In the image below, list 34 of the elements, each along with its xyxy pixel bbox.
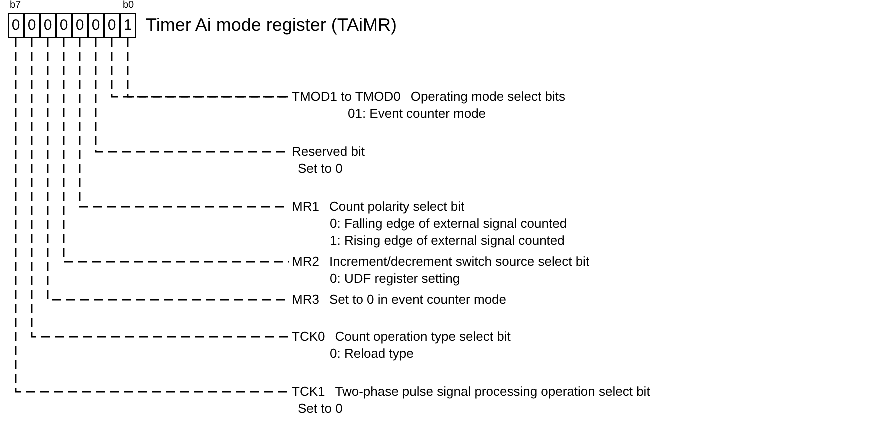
bit-field-name: MR1 — [292, 198, 320, 215]
setting-note: 0: UDF register setting — [330, 270, 460, 287]
bit-field-name: TCK1 — [292, 383, 326, 400]
bit-field-name: TMOD1 to TMOD0 — [292, 88, 401, 105]
bit-field-description: Operating mode select bits — [410, 88, 566, 105]
leader-line — [63, 38, 289, 263]
bit-value-cell: 0 — [24, 13, 40, 38]
bit-number-label: b7 — [10, 0, 22, 11]
bit-number-label: b0 — [123, 0, 134, 11]
leader-line — [31, 38, 289, 338]
bit-value-cell: 0 — [56, 13, 72, 38]
setting-note: Set to 0 — [298, 400, 343, 417]
setting-note: 01: Event counter mode — [348, 105, 486, 122]
bit-value-cell: 0 — [104, 13, 120, 38]
bit-field-name: MR2 — [292, 253, 320, 270]
leader-line — [15, 38, 289, 393]
bit-value-cell: 0 — [88, 13, 104, 38]
bit-field-name: MR3 — [292, 291, 320, 308]
bit-value-cell: 1 — [120, 13, 136, 38]
setting-note: 0: Falling edge of external signal counted — [330, 215, 568, 232]
bit-field-name: TCK0 — [292, 328, 326, 345]
bit-value-cell: 0 — [8, 13, 24, 38]
setting-note: 1: Rising edge of external signal counted — [330, 232, 565, 249]
setting-note: Set to 0 — [298, 160, 343, 177]
bit-field-description: Count polarity select bit — [329, 198, 465, 215]
bit-field-description: Count operation type select bit — [335, 328, 511, 345]
setting-note: 0: Reload type — [330, 345, 414, 362]
bit-field-description: Set to 0 in event counter mode — [329, 291, 507, 308]
bit-field-name: Reserved bit — [292, 143, 365, 160]
bit-value-cell: 0 — [40, 13, 56, 38]
bit-value-cell: 0 — [72, 13, 88, 38]
register-title: Timer Ai mode register (TAiMR) — [146, 15, 398, 36]
bit-field-description: Two-phase pulse signal processing operation select bit — [335, 383, 650, 400]
bit-field-description: Increment/decrement switch source select bit — [329, 253, 590, 270]
